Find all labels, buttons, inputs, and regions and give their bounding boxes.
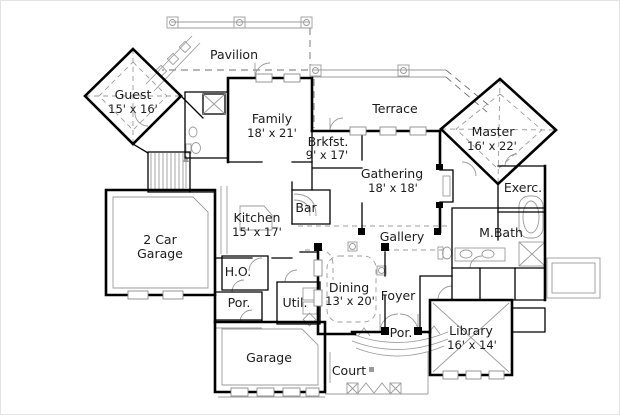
guest-ceiling-lines	[85, 49, 181, 144]
room-label-family: Family	[252, 111, 293, 126]
detail-layer	[85, 16, 601, 398]
room-dims-family: 18' x 21'	[247, 126, 297, 140]
dining-ceiling	[326, 255, 377, 323]
room-label-bar: Bar	[295, 200, 317, 215]
room-dims-dining: 13' x 20'	[325, 294, 375, 308]
room-dims-kitchen: 15' x 17'	[232, 225, 282, 239]
door-arcs	[134, 62, 518, 333]
room-label-home-office: H.O.	[225, 264, 251, 279]
room-dims-breakfast: 9' x 17'	[306, 148, 348, 162]
room-label-court: Court	[332, 363, 366, 378]
room-label-porch-left: Por.	[228, 295, 251, 310]
kitchen-fixtures	[220, 186, 273, 254]
room-label-pavilion: Pavilion	[210, 47, 258, 62]
court-details	[218, 352, 429, 398]
garage-walls	[213, 320, 327, 394]
room-label-library: Library	[449, 323, 493, 338]
room-label-master-bath: M.Bath	[479, 225, 523, 240]
wall-layer	[83, 47, 558, 397]
garage-inner	[221, 328, 319, 386]
room-labels: Pavilion Guest 15' x 16' Family 18' x 21…	[108, 47, 542, 378]
staircase	[150, 153, 189, 191]
terrace-columns	[309, 64, 410, 77]
fireplace	[442, 175, 451, 197]
room-label-two-car-garage-2: Garage	[137, 246, 183, 261]
room-label-breakfast: Brkfst.	[308, 134, 349, 149]
room-dims-library: 16' x 14'	[447, 338, 497, 352]
room-label-guest: Guest	[115, 87, 152, 102]
room-label-porch-front: Por.	[390, 325, 413, 340]
room-label-exercise: Exerc.	[504, 180, 542, 195]
right-porch	[546, 257, 601, 299]
room-dims-guest: 15' x 16'	[108, 102, 158, 116]
powder-fixtures	[185, 93, 226, 154]
pavilion-columns	[166, 16, 313, 29]
room-label-utility: Util.	[283, 295, 308, 310]
windows	[127, 73, 505, 397]
room-label-kitchen: Kitchen	[234, 210, 281, 225]
room-label-master: Master	[472, 124, 516, 139]
room-dims-master: 16' x 22'	[467, 139, 517, 153]
bar-counter	[293, 193, 317, 217]
two-car-garage-inner	[112, 196, 209, 289]
room-label-gallery: Gallery	[380, 229, 425, 244]
master-ceiling-lines	[440, 78, 557, 185]
room-label-gathering: Gathering	[361, 166, 423, 181]
room-label-terrace: Terrace	[371, 101, 418, 116]
room-label-two-car-garage-1: 2 Car	[143, 232, 177, 247]
room-label-garage: Garage	[246, 350, 292, 365]
master-bath-fixtures	[437, 195, 546, 267]
room-dims-gathering: 18' x 18'	[368, 181, 418, 195]
room-label-foyer: Foyer	[381, 288, 416, 303]
column-blocks	[314, 164, 443, 335]
interior-walls	[132, 91, 546, 333]
library-ceiling-lines	[432, 302, 510, 373]
room-label-dining: Dining	[329, 280, 369, 295]
